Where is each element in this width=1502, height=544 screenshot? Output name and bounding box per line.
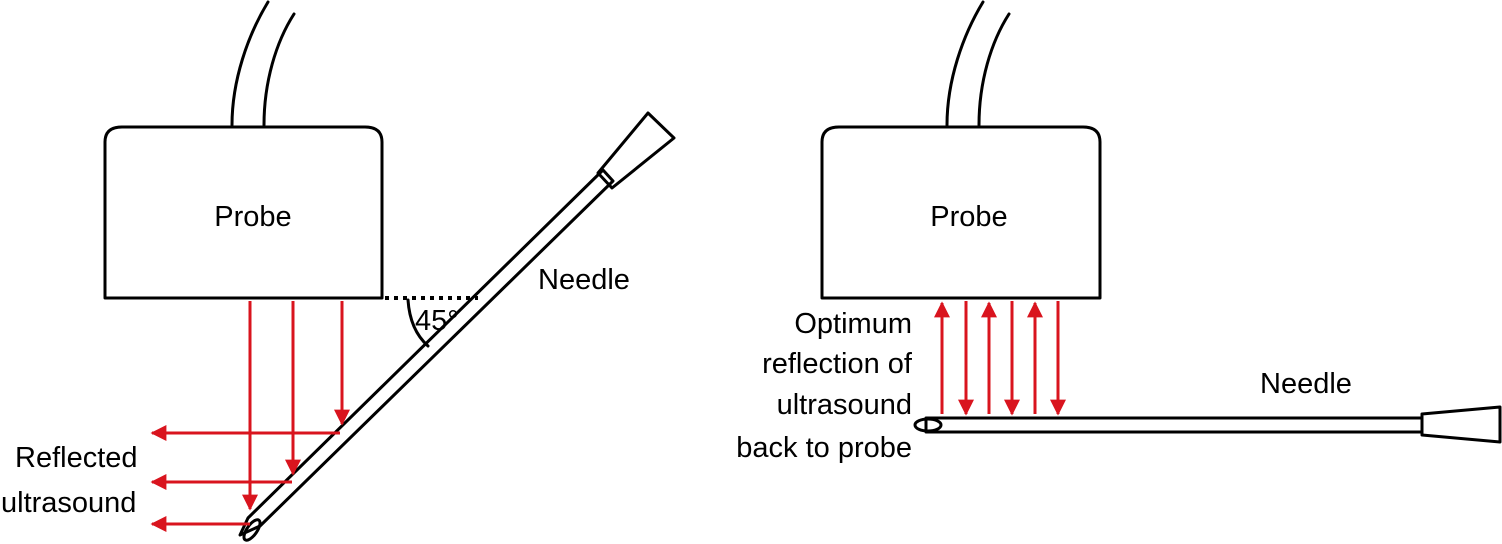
right-needle [913,405,1502,444]
right-probe-cable-outer [977,12,1011,127]
right-probe-cable [945,0,985,127]
right-optimum-line4: back to probe [736,432,912,464]
left-probe-label: Probe [214,201,291,233]
left-needle-label: Needle [538,264,630,296]
right-probe-body [820,125,1102,300]
right-probe-label: Probe [930,201,1007,233]
right-optimum-line3: ultrasound [777,389,912,421]
right-panel: Probe Needle Optimum reflection of ultra… [736,0,1502,464]
left-probe-cable-outer [262,12,296,127]
left-panel: Probe 45° Needle Reflected ultrasound [1,0,676,542]
right-optimum-line1: Optimum [794,308,912,340]
right-optimum-line2: reflection of [762,348,913,380]
right-needle-label: Needle [1260,368,1352,400]
left-reflected-label-line2: ultrasound [1,487,136,519]
left-reflected-label-line1: Reflected [15,442,138,474]
left-probe-body [103,125,384,300]
left-probe-cable [230,0,270,127]
left-needle [238,111,676,542]
